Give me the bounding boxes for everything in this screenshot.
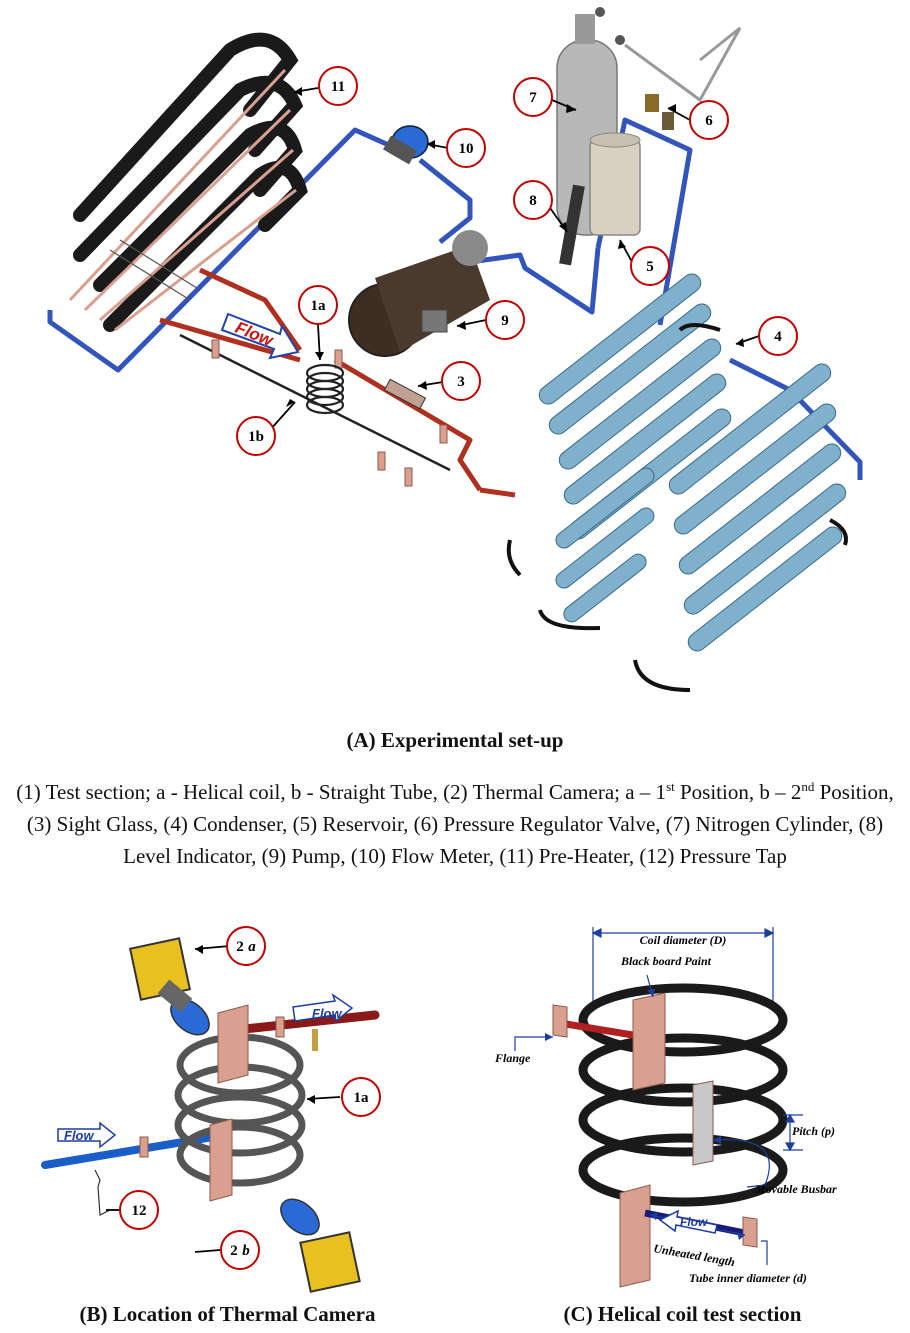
helical-coil-test-section-diagram: Coil diameter (D) xyxy=(494,927,837,1288)
callout-pre-heater: 11 xyxy=(331,79,345,95)
legend-text-3: Position, (3) Sight Glass, (4) Condenser… xyxy=(26,780,894,868)
coil-diameter-dimension xyxy=(591,927,775,1005)
flow-arrow: Flow xyxy=(220,312,300,360)
callout-condenser: 4 xyxy=(774,329,782,345)
pump xyxy=(348,230,490,357)
helical-coil-c xyxy=(578,983,788,1207)
callout-helical-coil: 1a xyxy=(311,298,327,314)
caption-figure-a: (A) Experimental set-up xyxy=(346,728,564,752)
callout-camera-a-letter: a xyxy=(248,939,256,955)
flow-label-outlet: Flow xyxy=(312,1006,342,1021)
component-legend: (1) Test section; a - Helical coil, b - … xyxy=(10,776,900,872)
callout-camera-a-number: 2 xyxy=(236,939,244,955)
label-black-board-paint: Black board Paint xyxy=(620,954,712,968)
label-coil-diameter: Coil diameter (D) xyxy=(640,933,727,947)
legend-text-2: Position, b – 2 xyxy=(674,780,802,804)
condenser xyxy=(506,273,848,692)
pre-heater xyxy=(68,32,308,332)
thermal-camera-a xyxy=(128,937,210,1036)
callout-flow-meter: 10 xyxy=(459,141,474,157)
flow-label-c: Flow xyxy=(680,1215,708,1229)
caption-figure-c: (C) Helical coil test section xyxy=(563,1302,802,1326)
inlet-section-c xyxy=(552,1004,646,1041)
label-unheated-length: Unheated length xyxy=(652,1241,736,1269)
helical-coil xyxy=(305,363,345,415)
label-flange: Flange xyxy=(494,1051,531,1065)
caption-figure-b: (B) Location of Thermal Camera xyxy=(79,1302,376,1326)
label-tube-inner-diameter: Tube inner diameter (d) xyxy=(689,1271,807,1285)
pitch-dimension xyxy=(783,1113,803,1152)
leader-arrowheads xyxy=(545,989,745,1240)
flanges xyxy=(211,339,448,487)
pressure-regulator xyxy=(645,94,674,130)
callouts: 11 10 7 6 8 5 9 1a 4 3 1b xyxy=(236,66,798,456)
experimental-setup-diagram: Flow xyxy=(47,7,863,692)
callouts-b: 2 a 1a 12 2 b xyxy=(106,926,381,1270)
callout-nitrogen-cylinder: 7 xyxy=(529,90,537,106)
level-indicator xyxy=(559,184,585,266)
busbar-plates xyxy=(209,1004,249,1202)
callout-pressure-tap: 12 xyxy=(132,1203,147,1219)
reservoir xyxy=(589,132,641,236)
flow-arrows-b: Flow Flow xyxy=(57,993,354,1149)
callout-pressure-regulator: 6 xyxy=(705,113,713,129)
legend-text-1: (1) Test section; a - Helical coil, b - … xyxy=(16,780,667,804)
outlet-tube xyxy=(230,1010,380,1051)
callout-pump: 9 xyxy=(501,313,509,329)
callout-level-indicator: 8 xyxy=(529,193,537,209)
thermal-camera-b xyxy=(280,1198,361,1293)
callout-camera-b-number: 2 xyxy=(230,1243,238,1259)
legend-sup-1: st xyxy=(666,779,675,794)
label-pitch: Pitch (p) xyxy=(792,1124,835,1138)
callout-straight-tube: 1b xyxy=(248,429,264,445)
callout-sight-glass: 3 xyxy=(457,374,465,390)
flow-meter xyxy=(383,125,429,165)
label-movable-busbar: Movable Busbar xyxy=(754,1182,837,1196)
callout-reservoir: 5 xyxy=(646,259,654,275)
busbars-c xyxy=(619,992,714,1288)
pressure-tap-leader xyxy=(94,1169,111,1216)
flow-label-inlet: Flow xyxy=(64,1128,94,1143)
callout-coil-b: 1a xyxy=(354,1090,370,1106)
sight-glass xyxy=(383,378,427,410)
callout-camera-b-letter: b xyxy=(242,1243,250,1259)
flow-arrow-c: Flow xyxy=(658,1209,718,1234)
legend-sup-2: nd xyxy=(801,779,815,794)
thermal-camera-diagram: Flow Flow 2 a xyxy=(41,926,381,1293)
straight-tube-1b xyxy=(179,333,451,472)
